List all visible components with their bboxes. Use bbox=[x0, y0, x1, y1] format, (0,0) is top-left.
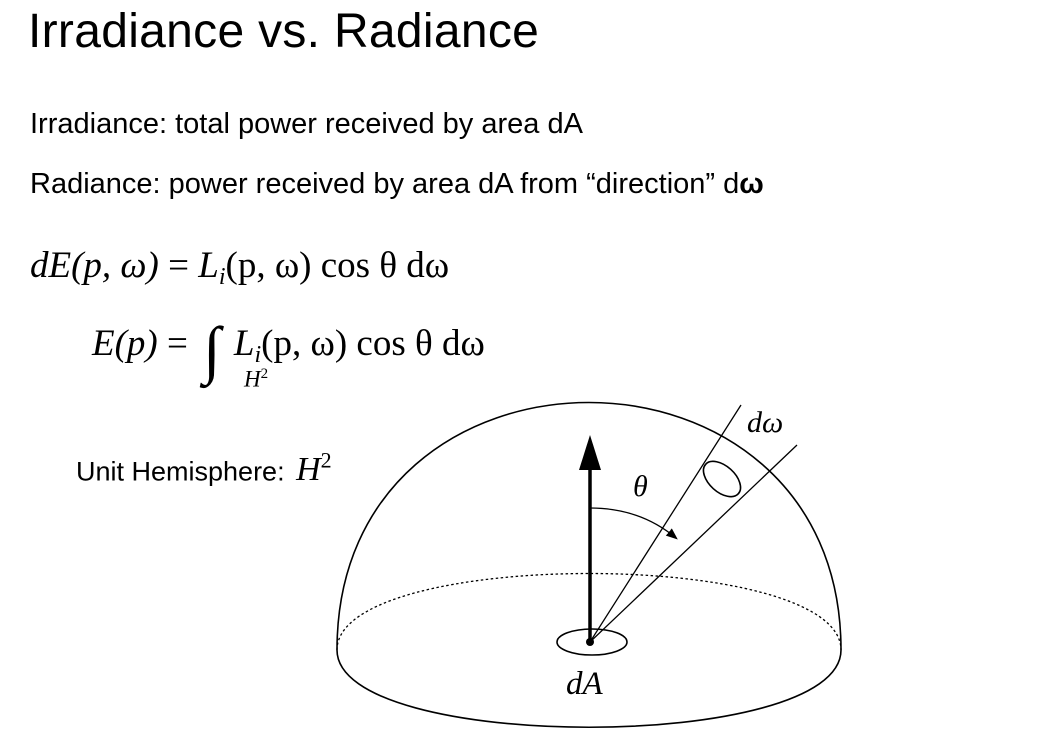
integral-domain-symbol: H bbox=[244, 366, 261, 392]
eq1-rhs: (p, ω) cos θ dω bbox=[225, 245, 450, 286]
area-patch-dA bbox=[556, 628, 628, 656]
surface-normal-arrowhead bbox=[579, 435, 601, 470]
domega-label: dω bbox=[747, 406, 783, 439]
radiance-definition: Radiance: power received by area dA from… bbox=[30, 168, 764, 201]
cone-edge-left bbox=[589, 404, 742, 643]
integral-sign: ∫ bbox=[203, 314, 221, 385]
eq2-equals: = bbox=[167, 323, 188, 364]
hemisphere-symbol-exponent: 2 bbox=[320, 448, 332, 473]
cone-edge-right bbox=[589, 444, 798, 643]
unit-hemisphere-text: Unit Hemisphere: bbox=[76, 456, 285, 487]
eq2-L: L bbox=[233, 323, 255, 364]
radiance-definition-text: Radiance: power received by area dA from… bbox=[30, 168, 740, 200]
eq2-L-subscript: i bbox=[254, 342, 262, 368]
theta-arc bbox=[589, 507, 678, 540]
irradiance-differential-equation: dE(p, ω) = Li(p, ω) cos θ dω bbox=[30, 244, 449, 291]
radiance-omega-symbol: ω bbox=[739, 168, 764, 200]
dA-label: dA bbox=[566, 666, 604, 702]
irradiance-integral-equation: E(p) = ∫ Li(p, ω) cos θ dω H2 bbox=[92, 314, 485, 392]
theta-label: θ bbox=[633, 470, 648, 503]
hemisphere-symbol: H2 bbox=[296, 448, 332, 489]
hemisphere-symbol-letter: H bbox=[296, 451, 321, 489]
eq1-L-subscript: i bbox=[218, 264, 226, 290]
hemisphere-base-front bbox=[336, 649, 842, 728]
eq2-lhs: E(p) bbox=[92, 323, 158, 364]
eq1-L: L bbox=[198, 245, 219, 286]
slide-title: Irradiance vs. Radiance bbox=[28, 5, 540, 58]
hemisphere-dome bbox=[336, 401, 842, 651]
eq1-equals: = bbox=[168, 245, 189, 286]
irradiance-definition: Irradiance: total power received by area… bbox=[30, 108, 583, 140]
solid-angle-disc bbox=[702, 460, 742, 498]
integral-domain-exponent: 2 bbox=[260, 366, 269, 382]
integral-domain: H2 bbox=[244, 366, 268, 393]
unit-hemisphere-label: Unit Hemisphere: H2 bbox=[76, 448, 332, 489]
eq1-lhs: dE(p, ω) bbox=[30, 245, 159, 286]
eq2-rhs: (p, ω) cos θ dω bbox=[261, 323, 485, 364]
